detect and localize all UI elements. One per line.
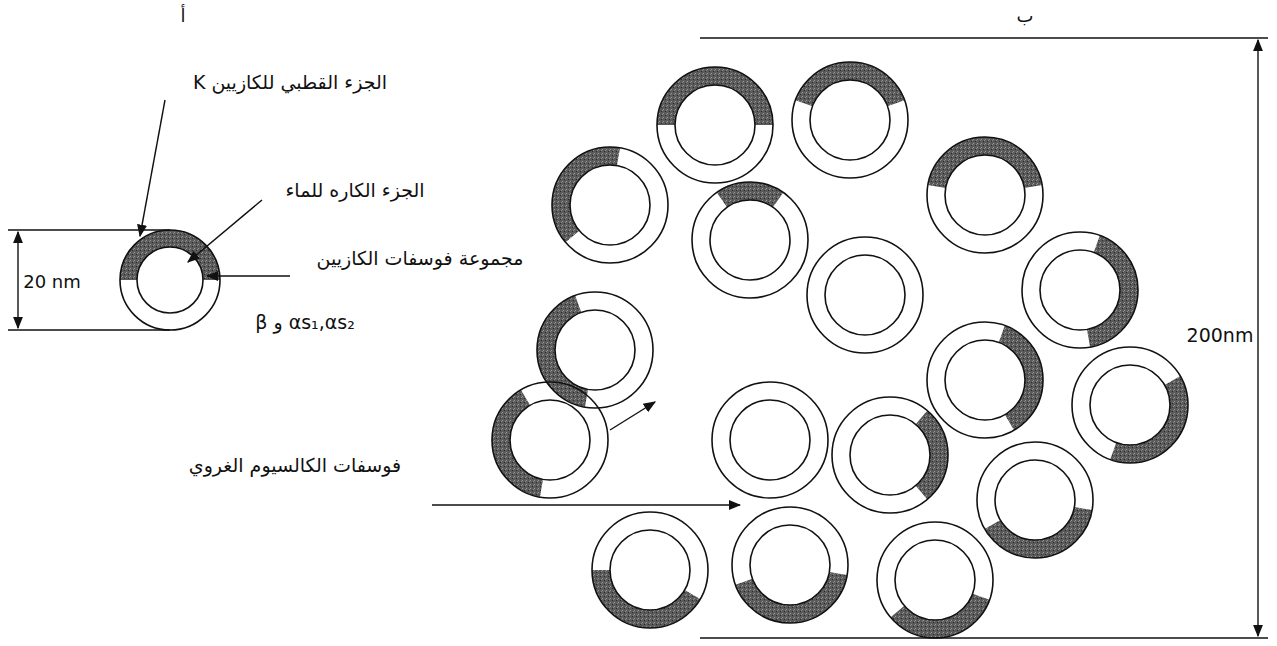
inner-core (555, 310, 635, 390)
part-letter: ب (1017, 5, 1034, 27)
casein-submicelle (927, 322, 1043, 438)
casein-submicelle (712, 382, 828, 498)
outer-ring (977, 442, 1093, 558)
kappa-casein-region (891, 594, 990, 638)
casein-submicelle (537, 292, 653, 408)
dimension-label: 200nm (1184, 324, 1257, 347)
casein-submicelle (657, 67, 773, 183)
leader-line (610, 402, 655, 430)
casein-submicelle (592, 512, 708, 628)
leader-line (432, 504, 740, 505)
dimension-line (1257, 40, 1258, 636)
inner-core (945, 340, 1025, 420)
casein-submicelle (792, 62, 908, 178)
outer-ring (877, 522, 993, 638)
part-name: الجزء الكاره للماء (285, 179, 424, 202)
kappa-casein-region (985, 507, 1092, 558)
extension-line (8, 329, 170, 330)
inner-core (570, 165, 650, 245)
kappa-casein-region (928, 137, 1042, 188)
outer-ring (492, 382, 608, 498)
part-name: αs₁,αs₂ و β (255, 311, 355, 334)
leader-line (188, 200, 262, 262)
inner-core (750, 525, 830, 605)
kappa-casein-region (795, 62, 904, 106)
outer-ring (1072, 347, 1188, 463)
outer-ring (552, 147, 668, 263)
outer-ring (537, 292, 653, 408)
kappa-casein-region (717, 182, 784, 207)
kappa-casein-region (552, 147, 620, 242)
casein-submicelle (807, 237, 923, 353)
casein-submicelle (692, 182, 808, 298)
outer-ring (712, 382, 828, 498)
outer-ring (1022, 232, 1138, 348)
outer-ring (692, 182, 808, 298)
outer-ring (832, 397, 948, 513)
part-name: مجموعة فوسفات الكازيين (317, 247, 524, 270)
casein-submicelle (977, 442, 1093, 558)
outer-ring (732, 507, 848, 623)
kappa-casein-region (1110, 376, 1188, 463)
outer-ring (592, 512, 708, 628)
outer-ring (927, 322, 1043, 438)
extension-line (700, 37, 1268, 38)
kappa-casein-region (657, 67, 773, 125)
casein-submicelle (1022, 232, 1138, 348)
outer-ring (657, 67, 773, 183)
inner-core (1040, 250, 1120, 330)
inner-core (730, 400, 810, 480)
inner-core (1090, 365, 1170, 445)
inner-core (825, 255, 905, 335)
part-name: فوسفات الكالسيوم الغروي (189, 454, 401, 477)
outer-ring (807, 237, 923, 353)
inner-core (510, 400, 590, 480)
casein-submicelle (877, 522, 993, 638)
leader-line (140, 100, 165, 236)
casein-submicelle (927, 137, 1043, 253)
dimension-label: 20 nm (20, 271, 84, 293)
outer-ring (792, 62, 908, 178)
inner-core (995, 460, 1075, 540)
inner-core (810, 80, 890, 160)
extension-line (700, 637, 1268, 638)
leader-line (207, 275, 290, 276)
kappa-casein-region (916, 411, 948, 500)
kappa-casein-region (120, 230, 220, 280)
part-letter: أ (180, 5, 185, 27)
inner-core (610, 530, 690, 610)
inner-core (675, 85, 755, 165)
kappa-casein-region (492, 390, 543, 497)
casein-submicelle (832, 397, 948, 513)
extension-line (8, 229, 170, 230)
dimension-line (17, 232, 18, 328)
casein-submicelle (552, 147, 668, 263)
casein-submicelle (1072, 347, 1188, 463)
casein-submicelle (120, 230, 220, 330)
inner-core (850, 415, 930, 495)
inner-core (895, 540, 975, 620)
inner-core (710, 200, 790, 280)
outer-ring (927, 137, 1043, 253)
casein-submicelle (492, 382, 608, 498)
kappa-casein-region (592, 570, 700, 628)
casein-submicelle (732, 507, 848, 623)
part-name: الجزء القطبي للكازيين K (193, 71, 387, 94)
inner-core (945, 155, 1025, 235)
outer-ring (120, 230, 220, 330)
